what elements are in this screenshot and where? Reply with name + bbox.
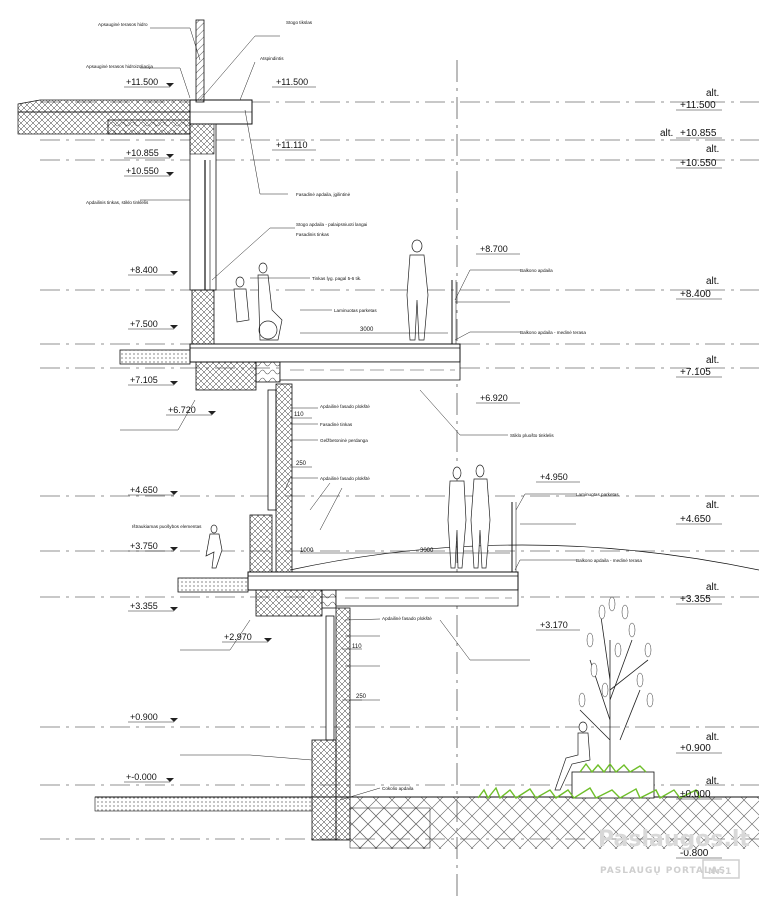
alt-label: alt.	[706, 88, 719, 99]
ground	[94, 544, 759, 849]
dimension-label: 250	[356, 694, 367, 700]
annotation-notes: Apsauginė terasos hidro Stogo tikslasApsa…	[86, 20, 642, 791]
annotation-note: Apdailinė fasado plokštė	[382, 616, 432, 621]
parapet	[195, 19, 205, 103]
annotation-note: Fasadinė tinkas	[320, 422, 353, 427]
level-label: +7.105	[130, 375, 158, 385]
dimension-label: 3000	[360, 327, 374, 333]
people-silhouettes	[205, 239, 591, 791]
level-label: +10.855	[126, 148, 159, 158]
left-level-markers: +11.500 +10.855 +10.550 +8.400 +7.500 +7.105 +…	[124, 77, 272, 783]
alt-value: +0.900	[680, 743, 711, 754]
dimension-label: 1000	[300, 548, 314, 554]
annotation-note: Fasadinė apdaila, įgilintinė	[296, 192, 351, 197]
planter-tree	[477, 596, 701, 800]
alt-value: +10.550	[680, 158, 717, 169]
mid-level-label: +6.920	[480, 393, 508, 403]
annotation-note: Cokolio apdaila	[382, 786, 414, 791]
dimension-label: 3000	[420, 548, 434, 554]
mid-level-label: +11.500	[276, 77, 308, 87]
watermark: Paslaugos.lt PASLAUGŲ PORTALAS Nr.1	[598, 827, 750, 879]
alt-value: +4.650	[680, 514, 711, 525]
watermark-brand: Paslaugos.lt	[598, 827, 750, 852]
right-level-markers: alt.+11.500alt.+10.855alt.+10.550alt.+8.…	[660, 88, 722, 859]
annotation-note: Stiklo pluošto tinklelis	[510, 433, 554, 438]
level-label: +4.650	[130, 485, 158, 495]
mid-level-label: +8.700	[480, 244, 508, 254]
alt-value: +7.105	[680, 367, 711, 378]
level-label: +8.400	[130, 265, 158, 275]
alt-value: +10.855	[680, 128, 717, 139]
upper-wall	[189, 123, 217, 345]
annotation-note: Apdailinė fasado plokštė	[320, 404, 370, 409]
annotation-note: Tinkas lyg. pagal 5-6 tik.	[312, 276, 361, 281]
alt-label: alt.	[706, 582, 719, 593]
level-label: +-0.000	[126, 772, 157, 782]
level-label: +2.970	[224, 632, 252, 642]
mid-level-label: +3.170	[540, 620, 568, 630]
roof-terrace	[17, 99, 253, 135]
ground-wall	[311, 607, 351, 841]
alt-label: alt.	[706, 732, 719, 743]
annotation-note: Gelžbetoninė perdanga	[320, 438, 368, 443]
alt-label: alt.	[660, 128, 673, 139]
alt-value: ±0.000	[680, 789, 711, 800]
annotation-note: Laminuotas parketas	[334, 308, 377, 313]
level-label: +0.900	[130, 712, 158, 722]
level-label: +7.500	[130, 319, 158, 329]
level-label: +3.355	[130, 601, 158, 611]
alt-value: +3.355	[680, 594, 711, 605]
annotation-note: Fasadinis tinkas	[296, 232, 330, 237]
annotation-note: Laminuotas parketas	[576, 492, 619, 497]
level-label: +3.750	[130, 541, 158, 551]
level-label: +11.500	[126, 77, 158, 87]
dimension-label: 250	[296, 461, 307, 467]
alt-label: alt.	[706, 276, 719, 287]
annotation-note: Balkono apdaila - medinė terasa	[520, 330, 586, 335]
annotation-note: Stogo apdaila - palaipsniuoti langai	[296, 222, 367, 227]
alt-label: alt.	[706, 776, 719, 787]
annotation-note: Balkono apdaila	[520, 268, 553, 273]
dimension-label: 110	[352, 644, 362, 650]
annotation-note: Apsauginė terasos hidroizoliacija	[86, 64, 153, 69]
dimension-lines	[290, 332, 510, 701]
alt-value: +8.400	[680, 289, 711, 300]
alt-label: alt.	[706, 144, 719, 155]
mid-level-label: +4.950	[540, 472, 568, 482]
balcony-upper	[119, 280, 461, 391]
dimension-labels: 3000 110 250 1000 3000 110 250	[294, 327, 434, 700]
annotation-note: Apdailinė fasado plokštė	[320, 476, 370, 481]
annotation-note: Atspindintis	[260, 56, 284, 61]
leader-lines	[120, 27, 576, 801]
level-label: +6.720	[168, 405, 196, 415]
annotation-note: Ištraukiamas puošybos elementas	[132, 524, 202, 529]
watermark-badge: Nr.1	[708, 867, 732, 877]
annotation-note: Balkono apdaila - medinė terasa	[576, 558, 642, 563]
alt-value: -0.800	[680, 848, 709, 859]
middle-wall	[249, 383, 293, 576]
alt-label: alt.	[706, 355, 719, 366]
annotation-note: Apdailinis tinkas, stiklo tinklelis	[86, 200, 149, 205]
dimension-label: 110	[294, 412, 304, 418]
mid-level-markers: +11.500 +11.110 +8.700 +6.920 +4.950 +3.170	[272, 77, 580, 631]
annotation-note: Apsauginė terasos hidro	[98, 22, 148, 27]
balcony-lower	[177, 502, 519, 617]
alt-value: +11.500	[680, 100, 716, 111]
level-label: +10.550	[126, 166, 159, 176]
mid-level-label: +11.110	[276, 140, 307, 150]
annotation-note: Stogo tikslas	[286, 20, 313, 25]
watermark-tagline: PASLAUGŲ PORTALAS	[600, 866, 726, 876]
alt-label: alt.	[706, 500, 719, 511]
